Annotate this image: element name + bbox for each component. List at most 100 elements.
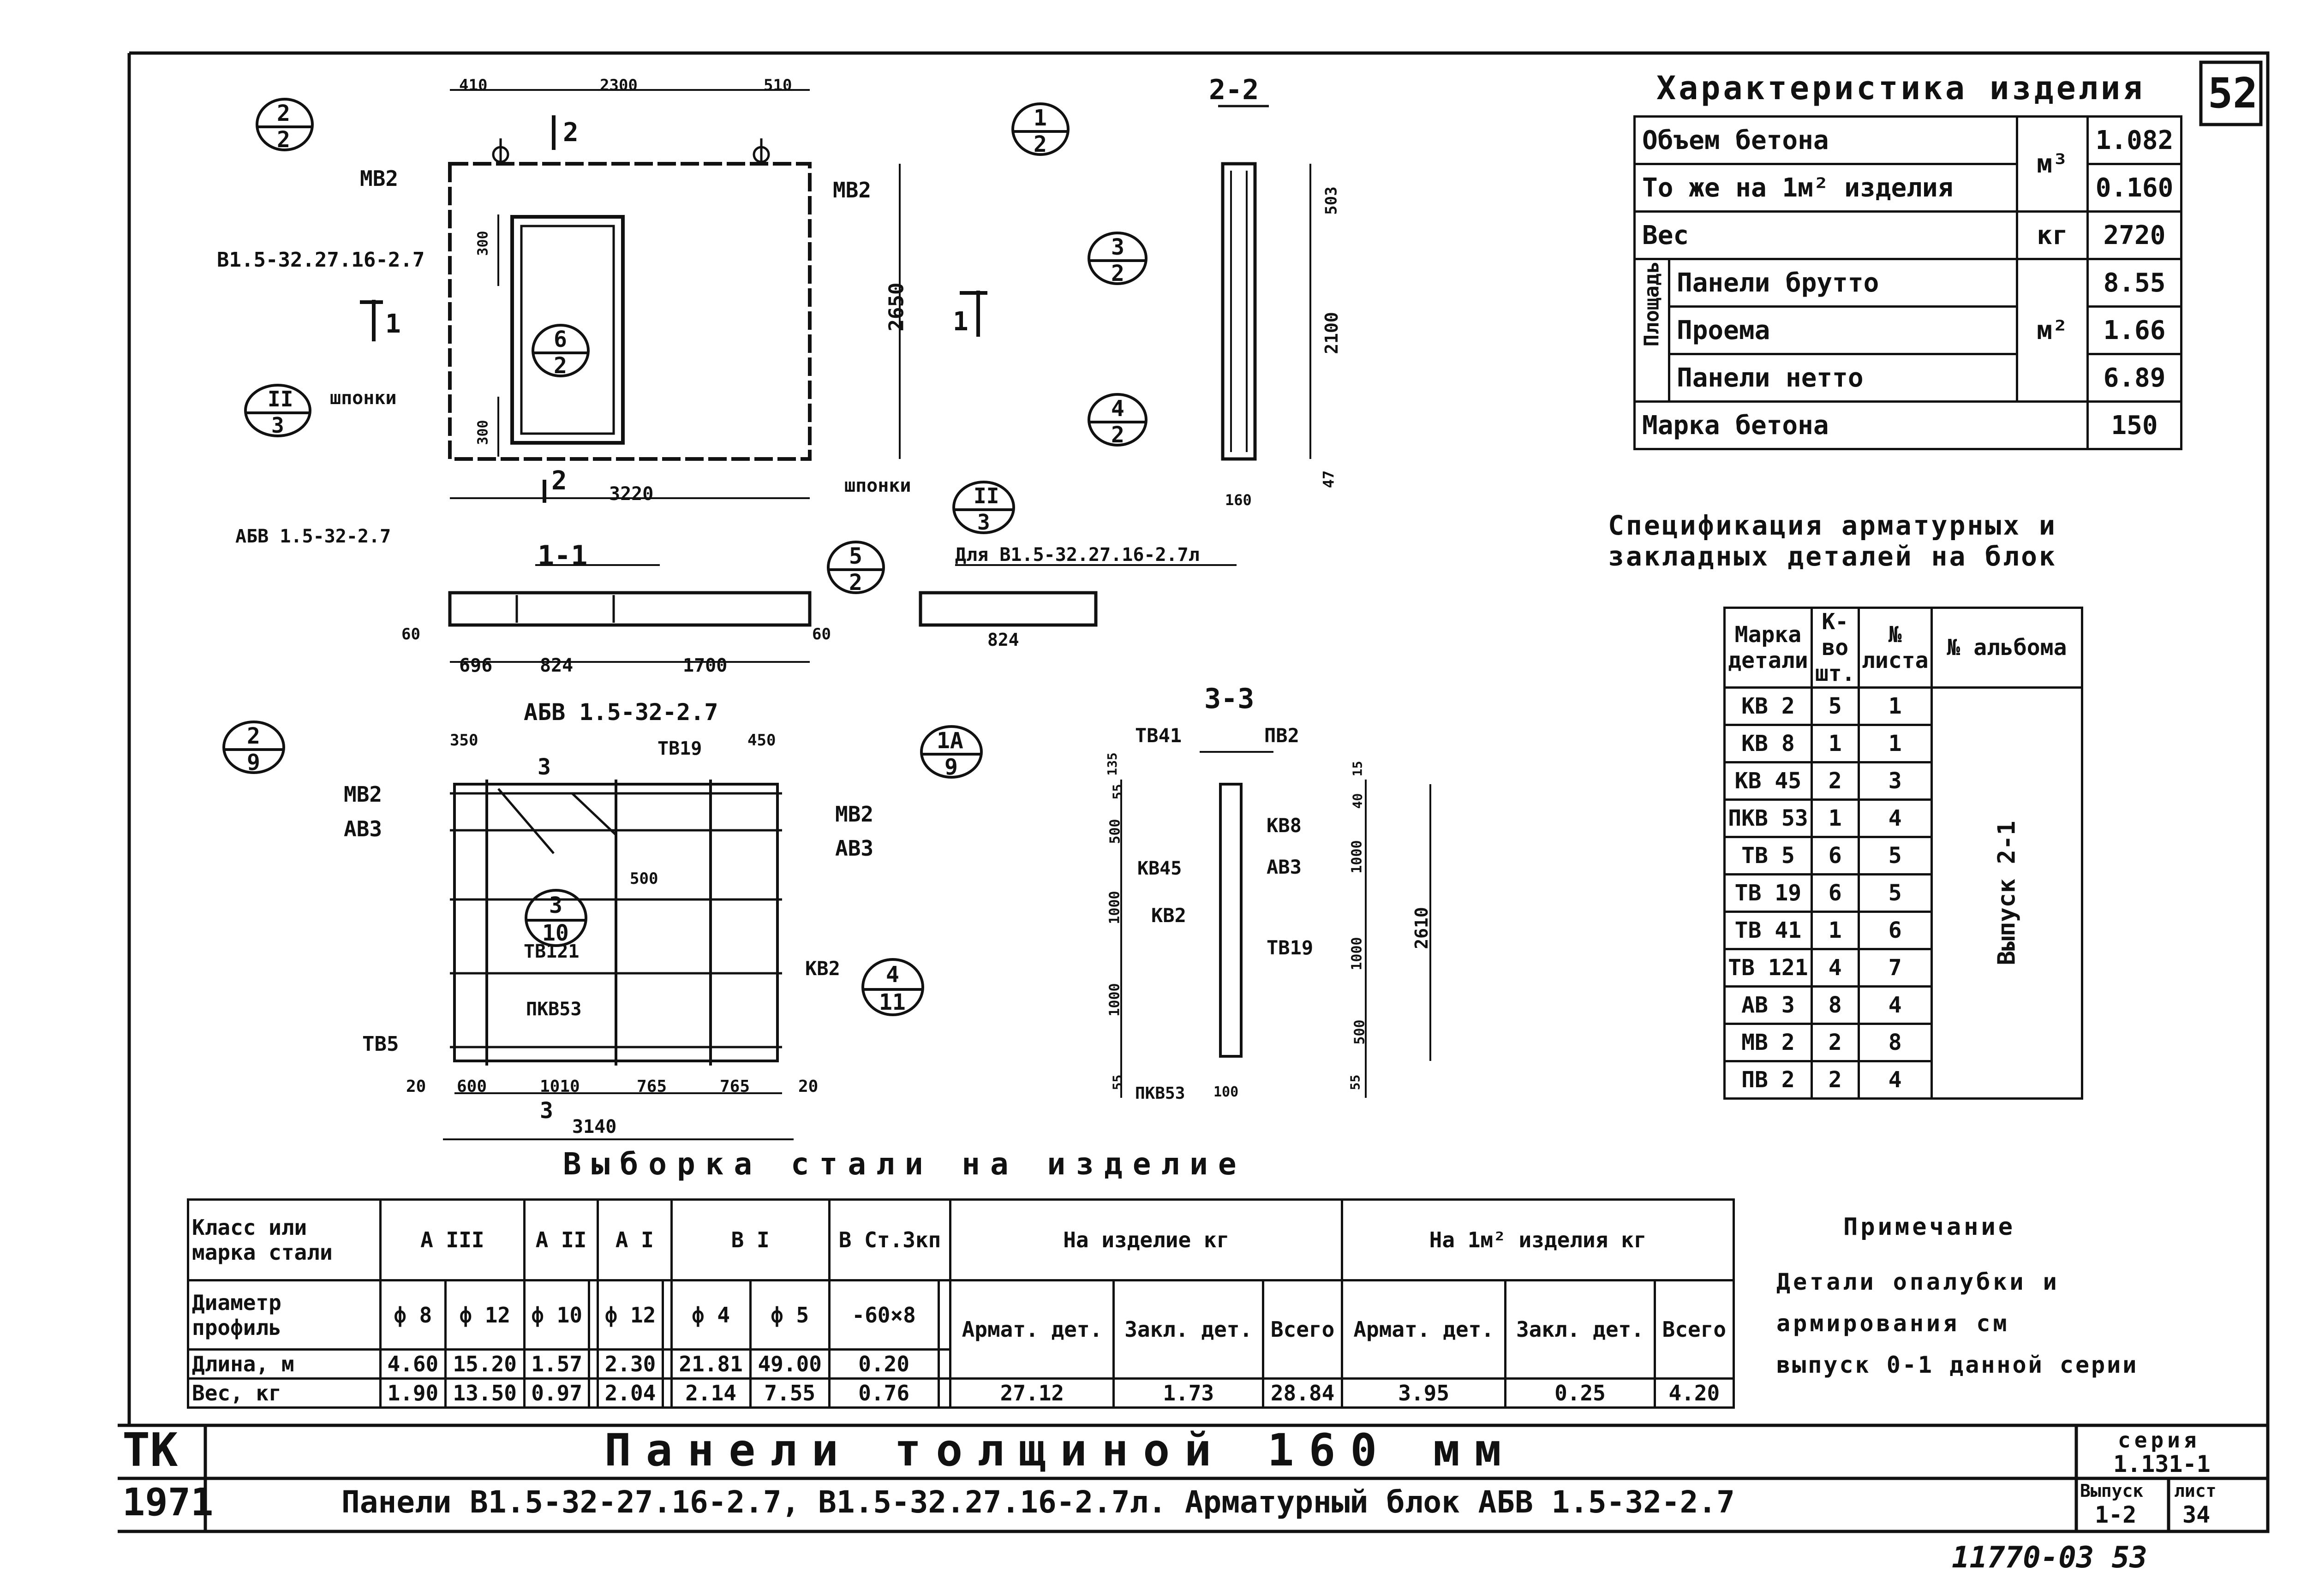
callout-2-2-top: 2 (277, 101, 290, 126)
spec-cell: 8 (1857, 1023, 1933, 1062)
block-dim-765b: 765 (720, 1077, 750, 1096)
callout-2-9-bottom: 9 (247, 750, 260, 775)
note-line-3: выпуск 0-1 данной серии (1776, 1352, 2139, 1378)
dim-47: 47 (1320, 470, 1338, 488)
issue-value: 1-2 (2095, 1501, 2137, 1528)
sheet-label: лист (2174, 1481, 2217, 1501)
steel-length (588, 1348, 599, 1380)
spec-cell: 6 (1810, 836, 1860, 875)
spec-cell: 5 (1857, 873, 1933, 913)
spec-cell: 6 (1857, 911, 1933, 950)
callout-ii-3-bottom: 3 (271, 413, 284, 438)
steel-weight (661, 1377, 673, 1409)
steel-total: 28.84 (1261, 1377, 1344, 1409)
section-title-2-2: 2-2 (1209, 74, 1259, 106)
steel-diam: ф 4 (670, 1279, 752, 1351)
char-label: Вес (1633, 210, 2018, 260)
spec-cell: 4 (1857, 798, 1933, 838)
dim-3220: 3220 (609, 483, 654, 505)
callout-4-11-top: 4 (886, 962, 899, 988)
s33-dim-1000a: 1000 (1106, 891, 1123, 924)
spec-cell: 3 (1857, 761, 1933, 801)
dim-824b: 824 (987, 630, 1019, 650)
dim-2650: 2650 (885, 282, 908, 332)
steel-weight: 0.76 (828, 1377, 940, 1409)
steel-weight: 2.04 (597, 1377, 664, 1409)
title-tk: ТК (122, 1423, 178, 1477)
dim-503: 503 (1322, 186, 1341, 215)
note-line-1: Детали опалубки и (1776, 1268, 2060, 1295)
char-label: Марка бетона (1633, 400, 2089, 450)
steel-diam: ф 10 (523, 1279, 591, 1351)
mv2-right-label: МВ2 (833, 178, 872, 202)
steel-diam (588, 1279, 599, 1351)
char-value: 150 (2086, 400, 2182, 450)
dim-410: 410 (459, 76, 488, 95)
steel-class: А II (523, 1198, 599, 1281)
spec-cell: 1 (1810, 724, 1860, 763)
steel-total: 1.73 (1112, 1377, 1264, 1409)
steel-weight (588, 1377, 599, 1409)
s33-kv8: КВ8 (1267, 814, 1302, 837)
steel-class-label: Класс или марка стали (187, 1198, 382, 1281)
s33-dim-15: 15 (1350, 761, 1365, 777)
spec-cell: МВ 2 (1723, 1023, 1813, 1062)
sheet-frame (118, 51, 2270, 1533)
spec-cell: КВ 8 (1723, 724, 1813, 763)
s33-dim-500b: 500 (1351, 1019, 1368, 1045)
spec-cell: 5 (1857, 836, 1933, 875)
spec-cell: АВ 3 (1723, 985, 1813, 1025)
callout-5-2-bottom: 2 (849, 570, 862, 596)
dim-2100: 2100 (1321, 312, 1342, 354)
section-title-3-3: 3-3 (1204, 683, 1255, 715)
shponki-right-label: шпонки (844, 475, 911, 496)
spec-cell: ПВ 2 (1723, 1060, 1813, 1100)
s33-dim-135: 135 (1104, 752, 1120, 776)
sheet-value: 34 (2182, 1501, 2211, 1528)
table-row: Проема 1.66 (1635, 305, 2182, 355)
block-dim-500: 500 (630, 869, 658, 888)
spec-cell: 2 (1810, 761, 1860, 801)
callout-2-2-bottom: 2 (277, 127, 290, 153)
section-1-1 (448, 564, 1237, 663)
char-value: 0.160 (2086, 163, 2182, 213)
block-tv5: ТВ5 (362, 1032, 399, 1056)
block-tv19: ТВ19 (657, 738, 702, 759)
steel-weight (937, 1377, 952, 1409)
issue-label: Выпуск (2080, 1481, 2144, 1501)
steel-diam (661, 1279, 673, 1351)
note-line-2: армирования см (1776, 1310, 2010, 1337)
block-dim-765a: 765 (637, 1077, 667, 1096)
steel-title: Выборка стали на изделие (563, 1146, 1247, 1182)
area-label: Площадь (1640, 261, 1664, 346)
steel-table: Класс или марка стали А III А II А I В I… (187, 1198, 1735, 1409)
spec-cell: 4 (1810, 948, 1860, 988)
steel-total: 0.25 (1504, 1377, 1656, 1409)
spec-cell: 6 (1810, 873, 1860, 913)
steel-class: В Ст.3кп (828, 1198, 952, 1281)
spec-cell: ПКВ 53 (1723, 798, 1813, 838)
characteristics-title: Характеристика изделия (1656, 69, 2146, 107)
s33-pv2: ПВ2 (1264, 724, 1299, 747)
steel-class: В I (670, 1198, 831, 1281)
steel-subheader: Всего (1261, 1279, 1344, 1380)
section-title-1-1: 1-1 (538, 540, 588, 572)
steel-diam: ф 8 (379, 1279, 447, 1351)
spec-cell: 2 (1810, 1060, 1860, 1100)
sheet-number: 52 (2208, 69, 2258, 118)
block-pkv53: ПКВ53 (526, 999, 582, 1020)
spec-header: К-во шт. (1810, 607, 1860, 689)
series-value: 1.131-1 (2113, 1451, 2211, 1477)
block-av3-left: АВ3 (344, 816, 383, 841)
block-dim-3140: 3140 (572, 1116, 617, 1137)
shponki-left-label: шпонки (330, 387, 397, 409)
steel-weight-label: Вес, кг (187, 1377, 382, 1409)
